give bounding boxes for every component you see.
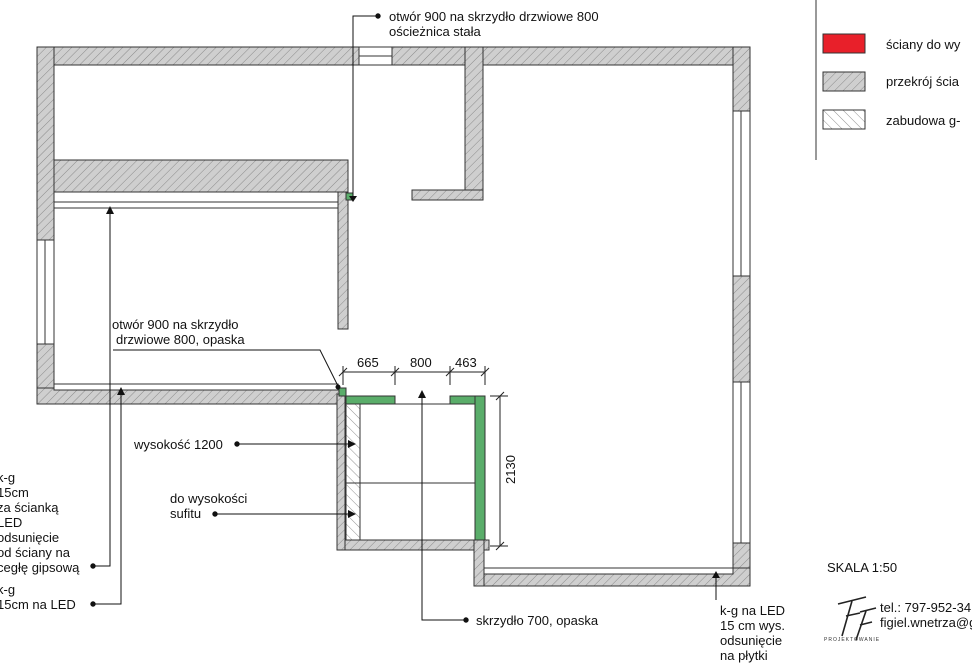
label-height-1200: wysokość 1200 xyxy=(133,437,223,452)
bath-door xyxy=(394,396,451,404)
led-strips xyxy=(53,201,734,575)
label-door-top-1: otwór 900 na skrzydło drzwiowe 800 xyxy=(389,9,599,24)
dim-800: 800 xyxy=(410,355,432,370)
legend-label-3: zabudowa g- xyxy=(886,113,960,128)
logo-text: PROJEKTOWANIE xyxy=(824,637,880,643)
label-left-a-1: k-g xyxy=(0,470,15,485)
label-left-b-1: k-g xyxy=(0,582,15,597)
legend-label-1: ściany do wy xyxy=(886,37,961,52)
bathroom-lines xyxy=(346,403,476,541)
dim-665: 665 xyxy=(357,355,379,370)
label-left-a-3: za ścianką xyxy=(0,500,59,515)
label-left-a-2: 15cm xyxy=(0,485,29,500)
label-bottom-right-4: na płytki xyxy=(720,648,768,663)
legend-label-2: przekrój ścia xyxy=(886,74,960,89)
dimension-vertical xyxy=(490,391,508,551)
leaders xyxy=(90,13,717,623)
label-ceiling-2: sufitu xyxy=(170,506,201,521)
label-left-a-5: odsunięcie xyxy=(0,530,59,545)
label-left-a-4: LED xyxy=(0,515,22,530)
dim-2130: 2130 xyxy=(503,455,518,484)
label-door-mid-2: drzwiowe 800, opaska xyxy=(116,332,245,347)
dimension-horizontal xyxy=(338,366,490,385)
label-bottom-right-3: odsunięcie xyxy=(720,633,782,648)
label-left-b-2: 15cm na LED xyxy=(0,597,76,612)
arrowheads xyxy=(106,196,720,578)
contact-phone: tel.: 797-952-34 xyxy=(880,600,971,615)
legend-swatch-gray xyxy=(822,71,866,92)
windows xyxy=(36,46,751,544)
label-door-mid-1: otwór 900 na skrzydło xyxy=(112,317,238,332)
label-bottom-right-1: k-g na LED xyxy=(720,603,785,618)
contact-email: figiel.wnetrza@g xyxy=(880,615,972,630)
dim-463: 463 xyxy=(455,355,477,370)
legend-swatch-hatch xyxy=(822,109,866,130)
label-door-top-2: ościeżnica stała xyxy=(389,24,482,39)
label-left-a-7: cegłę gipsową xyxy=(0,560,80,575)
label-ceiling-1: do wysokości xyxy=(170,491,247,506)
label-bottom-right-2: 15 cm wys. xyxy=(720,618,785,633)
label-wing-700: skrzydło 700, opaska xyxy=(476,613,599,628)
legend-swatch-red xyxy=(822,33,866,54)
label-left-a-6: od ściany na xyxy=(0,545,71,560)
scale-label: SKALA 1:50 xyxy=(827,560,897,575)
logo-icon xyxy=(837,596,877,641)
drywall-hatch xyxy=(345,403,361,541)
